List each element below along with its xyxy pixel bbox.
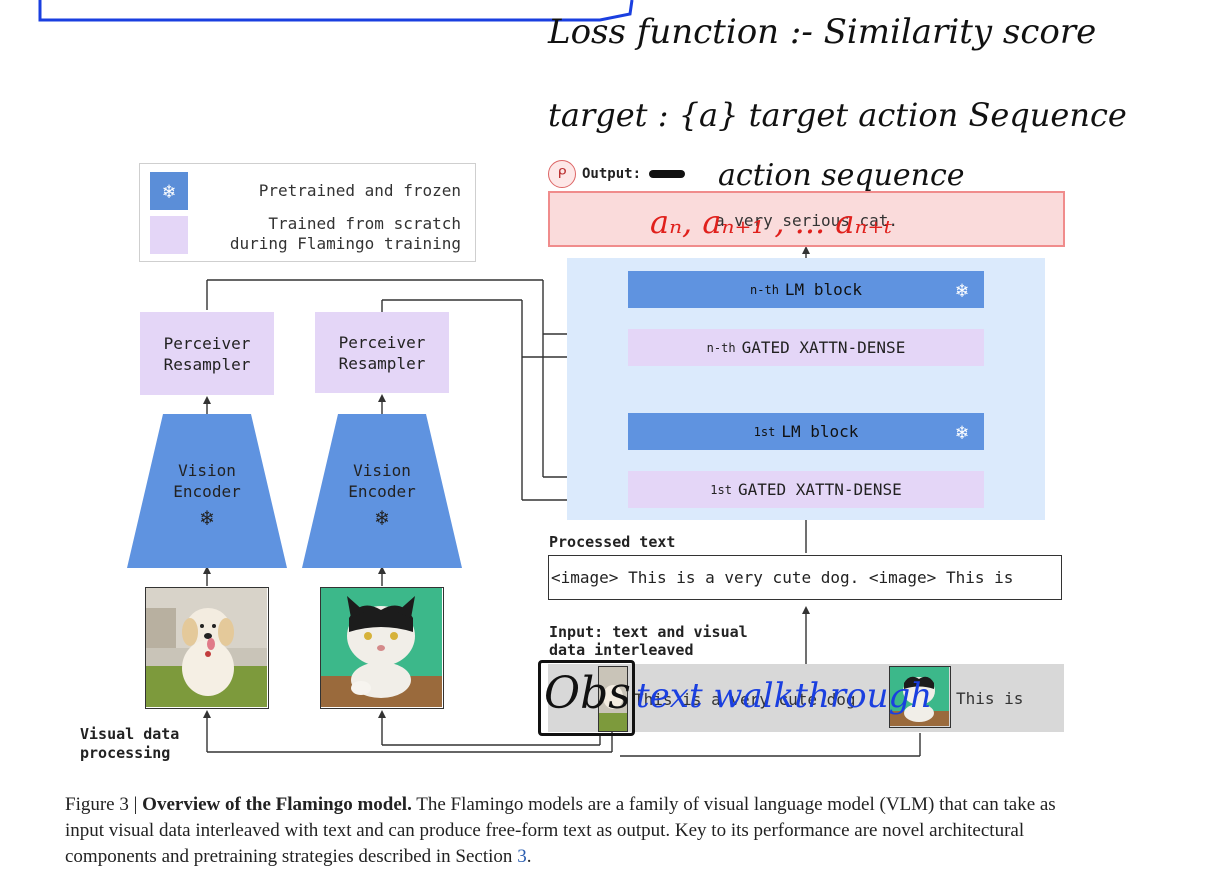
caption-fig-number: Figure 3 | (65, 794, 143, 815)
snowflake-icon: ❄ (200, 506, 214, 531)
visual-processing-line1: Visual data (80, 725, 180, 743)
legend-scratch-swatch (150, 216, 188, 254)
nth-lm-block: n-th LM block ❄ (628, 271, 984, 308)
figure-caption: Figure 3 | Overview of the Flamingo mode… (65, 792, 1075, 870)
flamingo-logo-icon: ᑭ (548, 160, 576, 188)
nth-xattn-label: GATED XATTN-DENSE (741, 338, 906, 357)
first-lm-label: LM block (781, 422, 859, 441)
vision-encoder-2-label: Vision Encoder ❄ (302, 460, 462, 531)
input-text-segment: This is a very cute dog. (634, 690, 866, 709)
processed-text: <image> This is a very cute dog. <image>… (551, 568, 1014, 587)
handwritten-loss-note: Loss function :- Similarity score (548, 12, 1097, 52)
handwritten-target-note: target : {a} target action Sequence (548, 96, 1127, 134)
resampler-label-1b: Resampler (163, 354, 251, 374)
input-label-line1: Input: text and visual (549, 623, 748, 641)
visual-processing-label: Visual data processing (80, 725, 179, 763)
caption-title: Overview of the Flamingo model. (142, 794, 412, 815)
caption-section-link[interactable]: 3 (517, 846, 527, 867)
legend: ❄ Pretrained and frozen Trained from scr… (139, 163, 476, 262)
first-xattn-prefix: 1st (710, 482, 732, 497)
handwritten-action-sequence: action sequence (718, 158, 965, 193)
first-xattn-label: GATED XATTN-DENSE (737, 480, 902, 499)
input-label-line2: data interleaved (549, 641, 694, 659)
snowflake-icon: ❄ (375, 506, 389, 531)
resampler-label-2b: Resampler (338, 353, 426, 373)
redaction-mark (649, 170, 686, 178)
input-dog-thumbnail (598, 666, 628, 732)
input-tail-text: This is (956, 689, 1024, 708)
output-label: Output: (582, 166, 642, 182)
vision-encoder-2 (302, 414, 462, 568)
perceiver-resampler-2: Perceiver Resampler (315, 312, 449, 393)
legend-frozen-swatch: ❄ (150, 172, 188, 210)
processed-text-box: <image> This is a very cute dog. <image>… (548, 555, 1062, 600)
resampler-label-1a: Perceiver (163, 333, 251, 353)
nth-xattn-block: n-th GATED XATTN-DENSE (628, 329, 984, 366)
cat-image (320, 587, 444, 709)
handwritten-obs-box (538, 660, 635, 736)
vision-encoder-1-label: Vision Encoder ❄ (127, 460, 287, 531)
input-cat-thumbnail (889, 666, 951, 728)
snowflake-icon: ❄ (955, 277, 968, 302)
nth-lm-label: LM block (784, 280, 862, 299)
visual-processing-line2: processing (80, 744, 171, 762)
nth-xattn-prefix: n-th (706, 340, 736, 355)
encoder-label-1b: Encoder (173, 482, 241, 501)
encoder-label-1a: Vision (178, 461, 236, 480)
output-box: a very serious cat. (548, 191, 1065, 247)
caption-body: The Flamingo models are a family of visu… (65, 794, 1056, 867)
snowflake-icon: ❄ (162, 179, 176, 203)
resampler-label-2a: Perceiver (338, 332, 426, 352)
snowflake-icon: ❄ (955, 419, 968, 444)
first-lm-prefix: 1st (753, 424, 776, 439)
handwritten-red-sequence: aₙ, aₙ₊₁ , ... aₙ₊ₜ (650, 203, 893, 241)
dog-image (145, 587, 269, 709)
first-lm-block: 1st LM block ❄ (628, 413, 984, 450)
perceiver-resampler-1: Perceiver Resampler (140, 312, 274, 395)
output-header: ᑭ Output: (548, 160, 686, 188)
first-xattn-block: 1st GATED XATTN-DENSE (628, 471, 984, 508)
handwritten-text-walkthrough: text walkthrough (636, 676, 933, 716)
encoder-label-2b: Encoder (348, 482, 416, 501)
legend-scratch-label-2: during Flamingo training (229, 234, 461, 253)
legend-scratch-label-1: Trained from scratch (268, 214, 461, 233)
processed-text-label: Processed text (549, 533, 676, 551)
output-text: a very serious cat. (714, 211, 899, 230)
input-label: Input: text and visual data interleaved (549, 623, 748, 659)
handwritten-obs-note: Obs (544, 668, 631, 719)
nth-lm-prefix: n-th (750, 282, 779, 297)
caption-end: . (526, 846, 532, 867)
encoder-label-2a: Vision (353, 461, 411, 480)
vision-encoder-1 (127, 414, 287, 568)
legend-frozen-label: Pretrained and frozen (258, 181, 461, 200)
